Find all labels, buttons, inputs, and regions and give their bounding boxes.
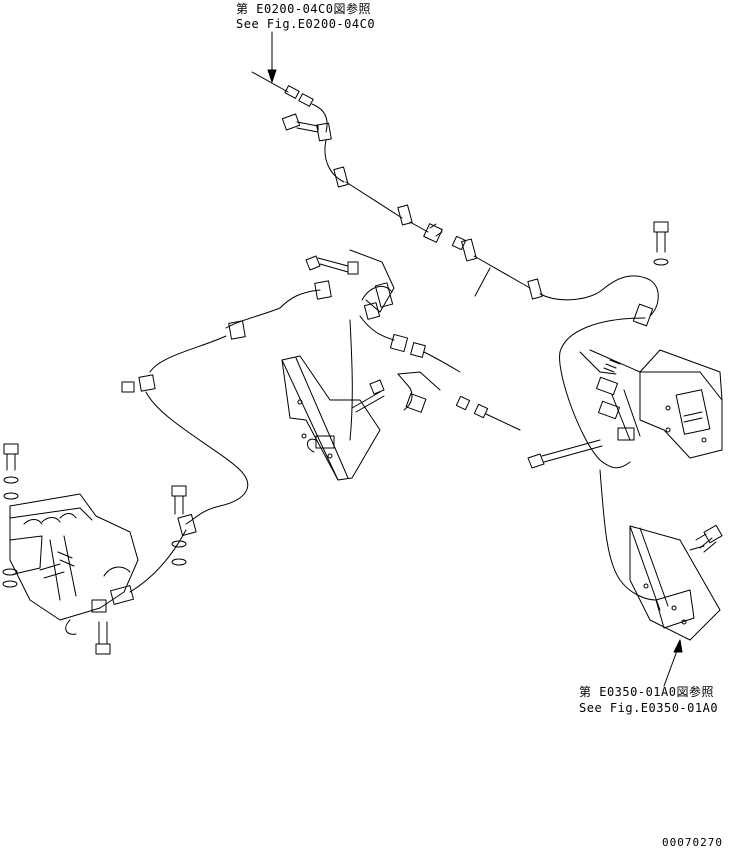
center-top-bolt [306, 256, 358, 274]
bottom-ref-label-en: See Fig.E0350-01A0 [579, 701, 719, 715]
left-lower-bolt [96, 622, 110, 654]
top-leader-arrow [268, 32, 276, 82]
left-mid-bolt [172, 486, 186, 565]
top-ref-label-jp: 第 E0200-04C0図参照 [236, 2, 371, 16]
top-clip-bolt [282, 114, 318, 132]
center-angle-bracket [282, 356, 380, 480]
bottom-leader-arrow [664, 640, 682, 686]
right-harness-down [600, 470, 656, 600]
harness-connector [424, 224, 466, 250]
right-top-bolt [654, 222, 668, 265]
center-clip-group [350, 250, 460, 440]
left-bracket [10, 494, 196, 634]
center-loose-harness [398, 372, 520, 430]
main-harness-top [252, 72, 658, 316]
lower-right-bracket [630, 525, 722, 640]
left-bottom-washers [3, 569, 17, 587]
left-top-bolt [4, 444, 18, 499]
bottom-ref-label-jp: 第 E0350-01A0図参照 [579, 685, 714, 699]
center-mid-bolt [352, 380, 384, 412]
top-ref-label-en: See Fig.E0200-04C0 [236, 17, 376, 31]
center-harness [122, 281, 331, 524]
right-switch-bracket [560, 304, 722, 468]
right-long-bolt [528, 440, 602, 468]
drawing-number: 00070270 [662, 836, 723, 849]
